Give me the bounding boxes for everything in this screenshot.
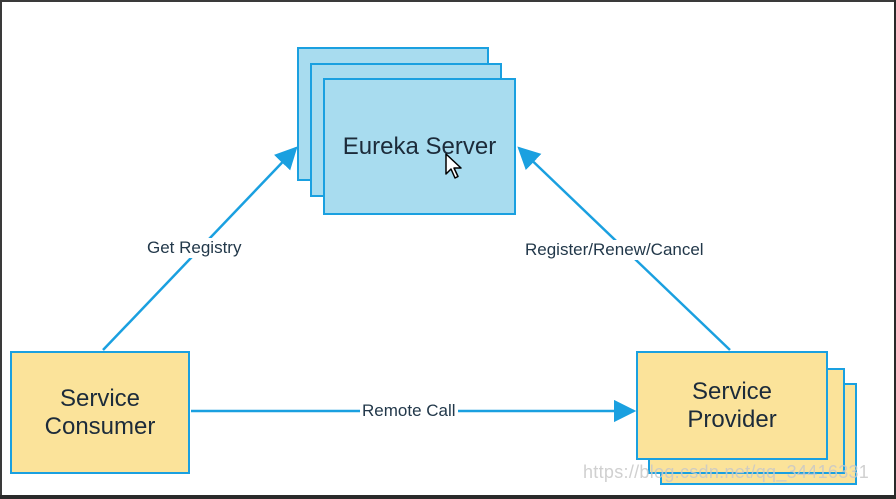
- service-provider-node: Service Provider: [636, 351, 828, 460]
- service-consumer-line2: Consumer: [44, 412, 156, 440]
- window-edge: [0, 495, 896, 499]
- service-consumer-node: Service Consumer: [10, 351, 190, 474]
- eureka-server-node: Eureka Server: [323, 78, 516, 215]
- window-edge: [894, 0, 896, 499]
- remote-call-label: Remote Call: [360, 401, 458, 421]
- service-provider-label: Service Provider: [638, 353, 826, 458]
- service-provider-line1: Service: [691, 377, 773, 405]
- service-consumer-label: Service Consumer: [12, 353, 188, 472]
- watermark-text: https://blog.csdn.net/qq_34416331: [583, 462, 870, 482]
- mouse-cursor-icon: [445, 153, 462, 179]
- service-provider-line2: Provider: [687, 405, 777, 433]
- eureka-server-label: Eureka Server: [342, 132, 497, 160]
- get-registry-label: Get Registry: [145, 238, 244, 258]
- service-consumer-line1: Service: [59, 384, 141, 412]
- register-renew-cancel-label: Register/Renew/Cancel: [523, 240, 706, 260]
